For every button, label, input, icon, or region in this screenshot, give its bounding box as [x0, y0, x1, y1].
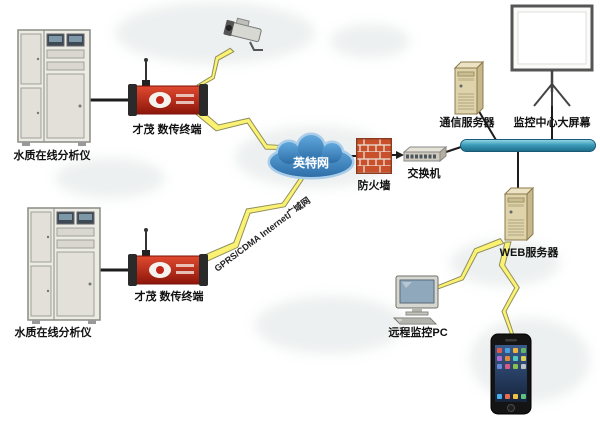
smartphone-node: [488, 332, 534, 416]
firewall-node: [355, 137, 392, 174]
web-server-node: [500, 186, 536, 242]
switch-label: 交换机: [407, 168, 441, 180]
smartphone-icon: [490, 333, 532, 415]
camera-icon: [223, 17, 263, 51]
desktop-pc-icon: [392, 275, 439, 325]
comm-server-label: 通信服务器: [439, 117, 495, 129]
big-screen-node: [510, 4, 596, 112]
dtu-icon: [128, 58, 208, 116]
comm-server-node: [450, 60, 486, 116]
background-cloud: [255, 296, 405, 354]
background-cloud: [55, 158, 165, 198]
surveillance-camera: [220, 14, 274, 60]
server-tower-icon: [453, 60, 485, 116]
water-analyzer-cabinet-top: [16, 26, 92, 148]
network-bus-bar: [460, 139, 596, 152]
analyzer-bottom-label: 水质在线分析仪: [14, 327, 92, 339]
firewall-brick-icon: [355, 137, 392, 174]
projection-screen-icon: [510, 4, 594, 107]
dtu-modem-top: [126, 56, 210, 118]
cabinet-icon: [17, 29, 91, 146]
remote-pc-label: 远程监控PC: [388, 327, 448, 339]
background-cloud: [330, 24, 410, 58]
cable-link: [476, 107, 497, 141]
dtu-bottom-label: 才茂 数传终端: [134, 291, 204, 303]
cabinet-icon: [27, 207, 101, 324]
web-server-label: WEB服务器: [499, 247, 559, 259]
water-analyzer-cabinet-bottom: [26, 204, 102, 326]
server-tower-icon: [503, 186, 535, 242]
analyzer-top-label: 水质在线分析仪: [13, 150, 91, 162]
internet-cloud-node: 英特网: [266, 132, 356, 182]
arrow-head-icon: [396, 151, 404, 159]
switch-node: [400, 144, 448, 164]
remote-pc-node: [388, 274, 446, 326]
dtu-modem-bottom: [126, 226, 210, 288]
dtu-top-label: 才茂 数传终端: [132, 124, 202, 136]
firewall-label: 防火墙: [357, 180, 391, 192]
background-cloud: [115, 2, 315, 64]
switch-icon: [402, 145, 448, 163]
big-screen-label: 监控中心大屏幕: [513, 117, 591, 129]
dtu-icon: [128, 228, 208, 286]
cloud-icon: [267, 132, 355, 180]
internet-label: 英特网: [292, 156, 329, 170]
